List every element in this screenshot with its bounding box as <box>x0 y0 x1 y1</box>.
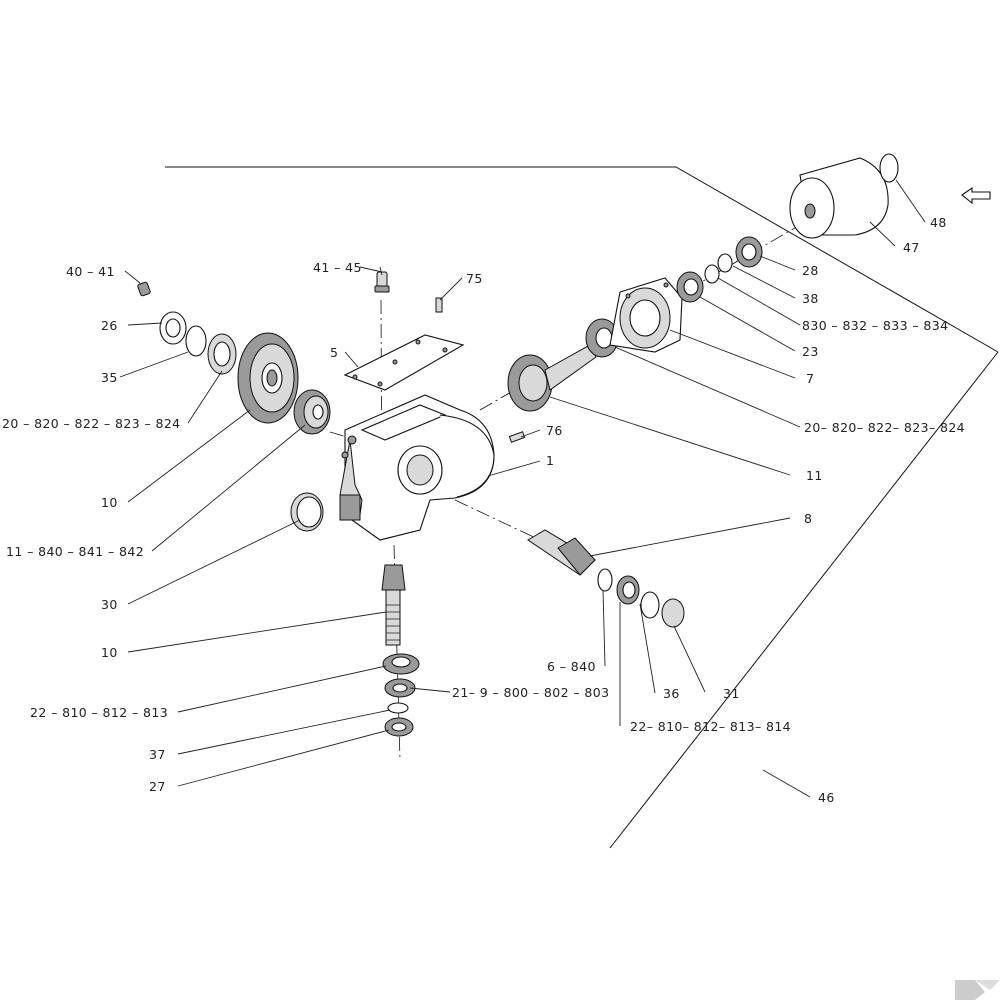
part-gearbox-housing-1 <box>339 394 495 541</box>
label-40-41: 40 – 41 <box>66 264 115 279</box>
shaft-spline <box>386 604 400 641</box>
direction-arrow-icon <box>961 186 991 205</box>
part-screw-76 <box>508 431 526 443</box>
label-41-45: 41 – 45 <box>313 260 362 275</box>
label-10-top: 10 <box>101 495 118 510</box>
part-circlip-36 <box>640 591 660 619</box>
label-46: 46 <box>818 790 835 805</box>
assembly-frame-46 <box>165 166 999 849</box>
label-28: 28 <box>802 263 819 278</box>
label-75: 75 <box>466 271 483 286</box>
part-bearing-20-left <box>207 333 237 375</box>
brand-logo-icon <box>955 980 1000 1000</box>
label-35: 35 <box>101 370 118 385</box>
part-washer-6 <box>597 568 613 592</box>
label-830: 830 – 832 – 833 – 834 <box>802 318 948 333</box>
part-bearing-23 <box>676 271 704 303</box>
part-seal-28 <box>735 236 763 268</box>
label-11-840: 11 – 840 – 841 – 842 <box>6 544 144 559</box>
part-ring-830 <box>704 264 720 284</box>
label-76: 76 <box>546 423 563 438</box>
label-7: 7 <box>806 371 814 386</box>
part-output-shaft-8 <box>527 529 596 576</box>
part-cap-31 <box>661 598 685 628</box>
label-22-right: 22– 810– 812– 813– 814 <box>630 719 791 734</box>
label-48: 48 <box>930 215 947 230</box>
label-5: 5 <box>330 345 338 360</box>
part-pinion-shaft-10 <box>381 564 406 646</box>
label-1: 1 <box>546 453 554 468</box>
part-plug-40 <box>137 281 151 297</box>
part-bevel-gear-11-right <box>507 344 597 412</box>
part-screw-75 <box>435 297 443 313</box>
part-flange-housing-7 <box>609 277 683 353</box>
label-27: 27 <box>149 779 166 794</box>
label-36: 36 <box>663 686 680 701</box>
part-washer-26 <box>159 311 187 345</box>
label-8: 8 <box>804 511 812 526</box>
label-30: 30 <box>101 597 118 612</box>
label-31: 31 <box>723 686 740 701</box>
label-38: 38 <box>802 291 819 306</box>
label-22-left: 22 – 810 – 812 – 813 <box>30 705 168 720</box>
part-nut-27 <box>384 717 414 737</box>
label-26: 26 <box>101 318 118 333</box>
part-washer-38 <box>717 253 733 273</box>
label-23: 23 <box>802 344 819 359</box>
part-seal-21 <box>384 678 416 698</box>
label-47: 47 <box>903 240 920 255</box>
label-11-right: 11 <box>806 468 823 483</box>
label-20-right: 20– 820– 822– 823– 824 <box>804 420 965 435</box>
part-circlip-35 <box>185 325 207 357</box>
part-bearing-22-right <box>616 575 640 605</box>
part-bevel-pinion-11-left <box>293 389 331 435</box>
part-bearing-22-left <box>382 653 420 675</box>
part-plate-48 <box>879 153 899 183</box>
part-cover-30 <box>290 492 324 532</box>
label-10-bottom: 10 <box>101 645 118 660</box>
label-37: 37 <box>149 747 166 762</box>
label-6-840: 6 – 840 <box>547 659 596 674</box>
part-labels: 40 – 41 41 – 45 75 26 5 35 20 – 820 – 82… <box>2 215 965 805</box>
part-bevel-gear-10 <box>237 332 299 424</box>
label-21: 21– 9 – 800 – 802 – 803 <box>452 685 609 700</box>
part-cover-plate-5 <box>343 334 465 391</box>
label-20-left: 20 – 820 – 822 – 823 – 824 <box>2 416 181 431</box>
part-bearing-20-right <box>585 318 619 358</box>
part-ring-37 <box>387 702 409 714</box>
part-breather-41 <box>374 271 390 293</box>
leader-lines <box>119 179 926 798</box>
part-guard-cup-47 <box>789 157 889 239</box>
